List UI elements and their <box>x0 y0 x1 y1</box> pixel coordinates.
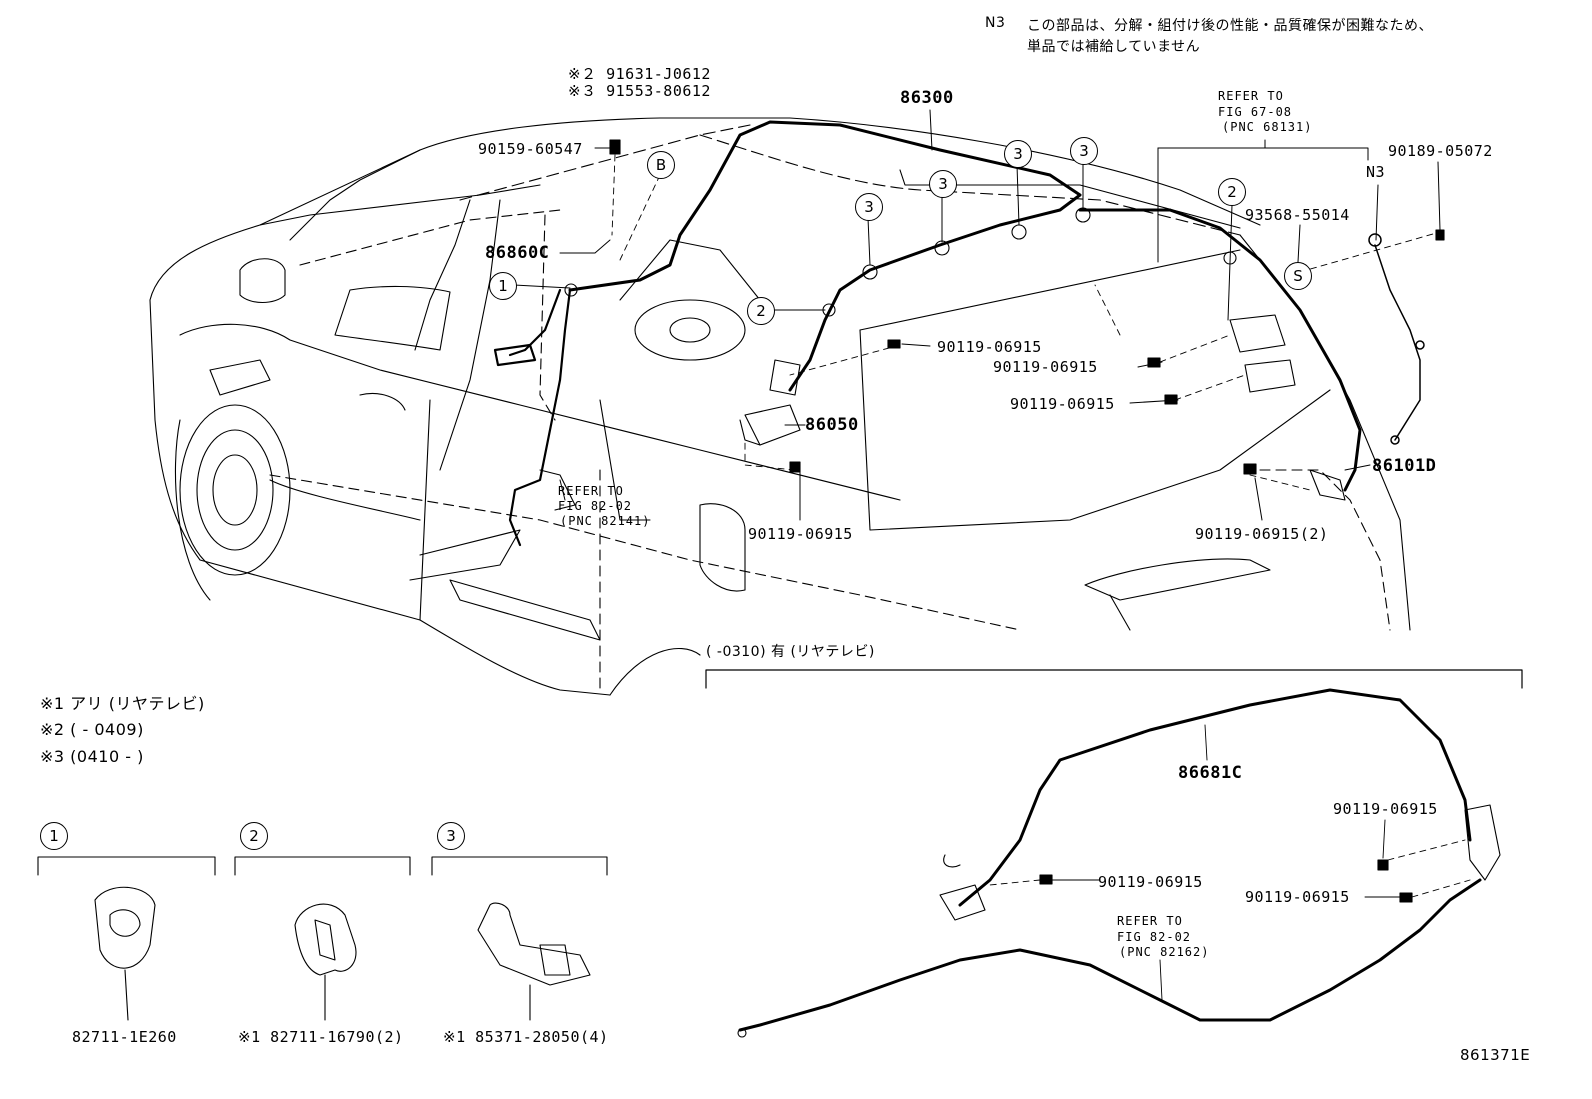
legend-line1: ※1 アリ (リヤテレビ) <box>40 694 205 713</box>
refer-82a-line3: (PNC 82141) <box>560 514 651 528</box>
circle-3-callout-b: 3 <box>929 170 957 198</box>
callout-90159: 90159-60547 <box>478 140 583 158</box>
clip-bracket-2 <box>234 856 411 1021</box>
bolt-icons <box>609 139 1445 475</box>
inset-refer-line2: FIG 82-02 <box>1117 930 1192 944</box>
inset-bolt-1: 90119-06915 <box>1333 800 1438 818</box>
leader-lines <box>611 154 1441 491</box>
callout-bolt-b: 90119-06915 <box>993 358 1098 376</box>
car-body <box>149 117 1411 696</box>
inset-bolt-2: 90119-06915 <box>1098 873 1203 891</box>
legend-line2: ※2 ( - 0409) <box>40 720 144 739</box>
inset-header: ( -0310) 有 (リヤテレビ) <box>706 644 875 660</box>
solid-leaders <box>513 109 1441 521</box>
callout-86681c: 86681C <box>1178 763 1243 783</box>
n3-note-code: N3 <box>985 15 1006 31</box>
refer-82a-line2: FIG 82-02 <box>558 499 633 513</box>
refer-67-line1: REFER TO <box>1218 89 1284 103</box>
clip-circle-2: 2 <box>240 822 268 850</box>
callout-86300: 86300 <box>900 88 954 108</box>
circle-3-callout-a: 3 <box>855 193 883 221</box>
inset-refer-line1: REFER TO <box>1117 914 1183 928</box>
callout-bolt-c: 90119-06915 <box>1010 395 1115 413</box>
inset-frame <box>705 669 1523 689</box>
callout-90189: 90189-05072 <box>1388 142 1493 160</box>
clip-circle-3: 3 <box>437 822 465 850</box>
refer-67-line2: FIG 67-08 <box>1218 105 1293 119</box>
clip-part-1: 82711-1E260 <box>72 1028 177 1046</box>
clip-bracket-3 <box>431 856 608 1021</box>
n3-note-line1: この部品は、分解・組付け後の性能・品質確保が困難なため、 <box>1027 18 1433 34</box>
circle-1-callout: 1 <box>489 272 517 300</box>
component-86050 <box>739 359 801 446</box>
circle-2-callout: 2 <box>747 297 775 325</box>
figure-id: 861371E <box>1460 1046 1531 1064</box>
callout-91631: ※２ 91631-J0612 <box>568 65 711 83</box>
inset-bolt-3: 90119-06915 <box>1245 888 1350 906</box>
legend-line3: ※3 (0410 - ) <box>40 747 144 766</box>
refer-82a-line1: REFER TO <box>558 484 624 498</box>
harness-86101d <box>1368 233 1425 445</box>
callout-91553: ※３ 91553-80612 <box>568 82 711 100</box>
inset-bolts <box>1039 859 1413 903</box>
circle-3-callout-d: 3 <box>1070 137 1098 165</box>
inset-leaders <box>989 724 1471 1001</box>
clip-part-3: ※1 85371-28050(4) <box>443 1028 609 1046</box>
callout-bolt-e: 90119-06915(2) <box>1195 525 1329 543</box>
callout-86860c: 86860C <box>485 243 550 263</box>
callout-86050: 86050 <box>805 415 859 435</box>
circle-3-callout-c: 3 <box>1004 140 1032 168</box>
callout-bolt-d: 90119-06915 <box>748 525 853 543</box>
mark-s: S <box>1284 262 1312 290</box>
callout-n3-tag: N3 <box>1366 163 1386 181</box>
circle-2-callout-rear: 2 <box>1218 178 1246 206</box>
harness-86300 <box>568 120 1362 492</box>
mark-b: B <box>647 151 675 179</box>
callout-86101d: 86101D <box>1372 456 1437 476</box>
clamp-marks <box>564 207 1237 317</box>
n3-note-line2: 単品では補給していません <box>1027 39 1201 55</box>
harness-86860c <box>493 288 572 547</box>
clip-part-2: ※1 82711-16790(2) <box>238 1028 404 1046</box>
harness-86681c <box>738 688 1482 1032</box>
clip-bracket-1 <box>37 856 216 1021</box>
clip-circle-1: 1 <box>40 822 68 850</box>
refer-67-line3: (PNC 68131) <box>1222 120 1313 134</box>
callout-93568: 93568-55014 <box>1245 206 1350 224</box>
inset-refer-line3: (PNC 82162) <box>1119 945 1210 959</box>
callout-bolt-a: 90119-06915 <box>937 338 1042 356</box>
inset-components <box>737 804 1501 1038</box>
rear-components <box>1229 314 1346 501</box>
